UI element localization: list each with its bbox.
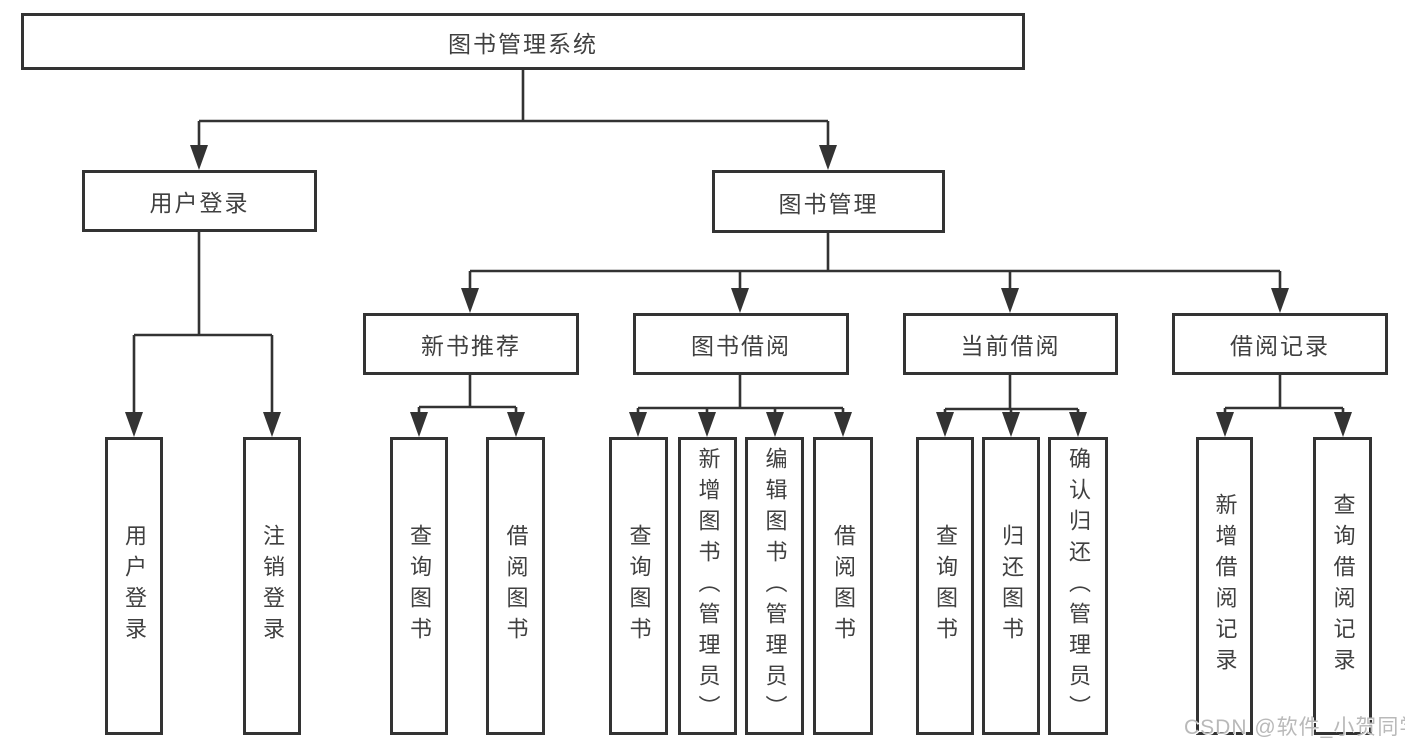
leaf-query-books-3: 查询图书 [916, 437, 974, 735]
node-label: 新增借阅记录 [1212, 493, 1238, 679]
node-label: 当前借阅 [960, 333, 1061, 359]
leaf-add-book-admin: 新增图书（管理员） [678, 437, 737, 735]
node-label: 图书借阅 [691, 333, 791, 359]
leaf-borrow-books-1: 借阅图书 [486, 437, 545, 735]
node-label: 借阅记录 [1230, 333, 1330, 359]
leaf-return-book: 归还图书 [982, 437, 1040, 735]
leaf-edit-book-admin: 编辑图书（管理员） [745, 437, 804, 735]
node-label: 图书管理系统 [448, 30, 598, 57]
node-borrowing-records: 借阅记录 [1172, 313, 1388, 375]
node-label: 借阅图书 [831, 524, 856, 648]
node-label: 借阅图书 [503, 524, 529, 648]
node-library-management-system: 图书管理系统 [21, 13, 1025, 70]
node-label: 用户登录 [149, 190, 250, 216]
leaf-add-borrow-record: 新增借阅记录 [1196, 437, 1253, 735]
node-label: 编辑图书（管理员） [762, 446, 788, 726]
leaf-query-books-2: 查询图书 [609, 437, 668, 735]
leaf-logout: 注销登录 [243, 437, 301, 735]
leaf-confirm-return-admin: 确认归还（管理员） [1048, 437, 1108, 735]
csdn-watermark: CSDN @软件_小贺同学 [1184, 716, 1405, 739]
leaf-query-books-1: 查询图书 [390, 437, 448, 735]
node-current-borrowing: 当前借阅 [903, 313, 1118, 375]
node-label: 归还图书 [999, 524, 1024, 648]
node-label: 图书管理 [778, 190, 879, 217]
node-label: 新增图书（管理员） [695, 446, 721, 726]
node-label: 查询图书 [933, 524, 958, 648]
node-book-management: 图书管理 [712, 170, 945, 233]
node-label: 新书推荐 [421, 333, 521, 359]
node-label: 查询图书 [407, 524, 432, 648]
leaf-borrow-books-2: 借阅图书 [813, 437, 873, 735]
arrowheads [125, 145, 1352, 437]
connector-lines [132, 69, 1345, 414]
node-label: 查询借阅记录 [1330, 493, 1356, 679]
node-label: 用户登录 [122, 524, 147, 648]
node-book-borrowing: 图书借阅 [633, 313, 849, 375]
node-label: 注销登录 [260, 524, 285, 648]
node-label: 确认归还（管理员） [1066, 446, 1091, 726]
leaf-user-login: 用户登录 [105, 437, 163, 735]
node-label: 查询图书 [626, 524, 652, 648]
node-new-book-recommendation: 新书推荐 [363, 313, 579, 375]
leaf-query-borrow-record: 查询借阅记录 [1313, 437, 1372, 735]
node-user-login: 用户登录 [82, 170, 317, 232]
